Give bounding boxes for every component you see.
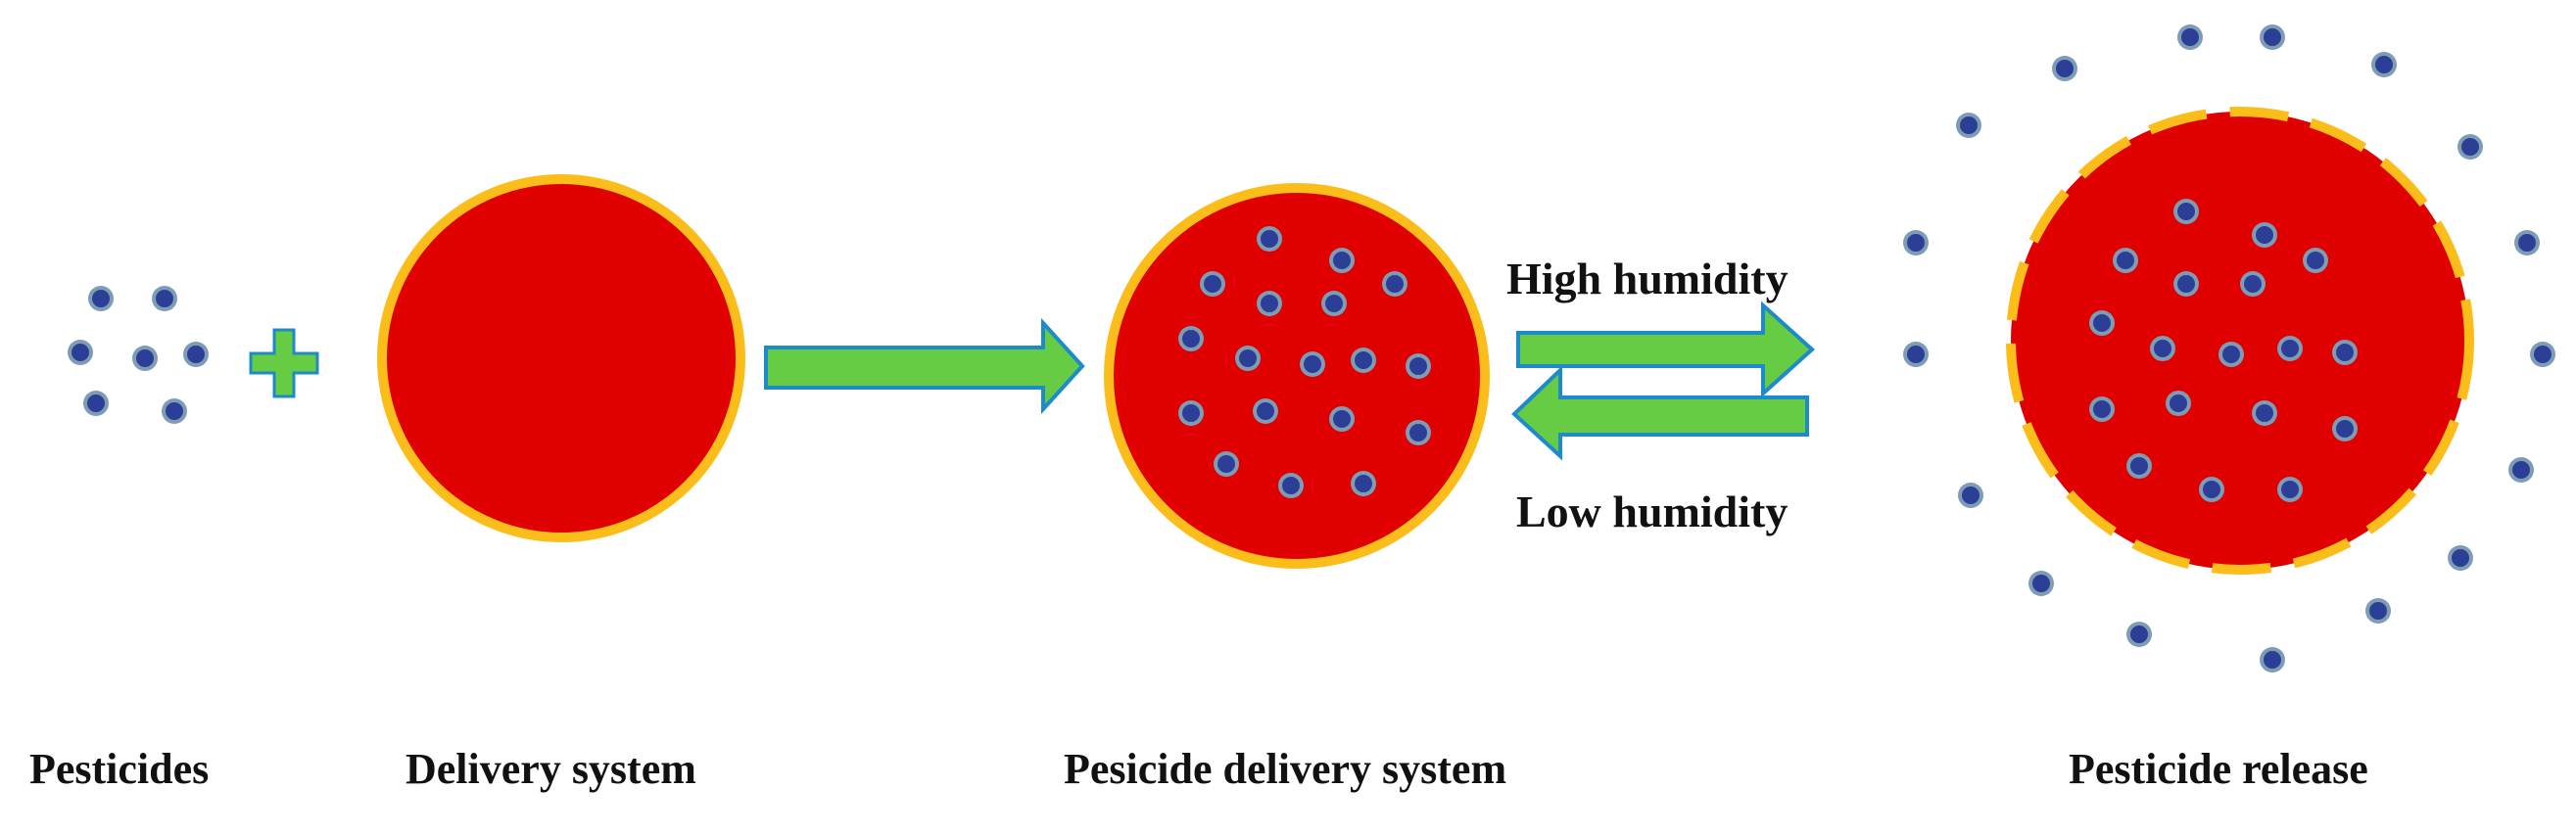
pesticide-particle-core: [1261, 295, 1278, 312]
pesticide-particle-core: [1261, 230, 1278, 248]
pesticide-particle-core: [2093, 400, 2111, 418]
pesticide-particle-core: [1182, 330, 1200, 348]
pesticide-particle-core: [1962, 487, 1980, 504]
low-humidity-arrow: [1511, 365, 1809, 461]
pesticide-particle-core: [1907, 234, 1925, 252]
pesticide-particle-core: [2177, 203, 2195, 220]
pesticide-particle-core: [1907, 346, 1925, 363]
pesticide-particle-core: [2170, 394, 2187, 412]
plus-icon: [249, 328, 319, 398]
pesticide-particle-core: [1386, 275, 1404, 293]
pesticide-particle-core: [2512, 461, 2530, 479]
label-high-humidity: High humidity: [1506, 254, 1789, 303]
pesticide-particle-core: [2093, 314, 2111, 332]
label-low-humidity: Low humidity: [1516, 487, 1789, 536]
pesticide-particle-core: [2375, 56, 2393, 73]
pesticide-particle-core: [1217, 455, 1235, 473]
pesticide-particle-core: [2244, 275, 2262, 293]
pesticide-particle-core: [2264, 651, 2281, 669]
pesticide-particle-core: [1182, 404, 1200, 422]
pesticide-particle-core: [2256, 226, 2273, 244]
caption-pesticides: Pesticides: [29, 745, 210, 793]
pesticide-particle-core: [2336, 420, 2354, 438]
pesticide-particle-core: [2154, 340, 2171, 357]
pesticide-particle-core: [2281, 481, 2299, 498]
pesticide-particle-core: [92, 290, 110, 307]
pesticide-particle-core: [2256, 404, 2273, 422]
pesticide-particle-core: [87, 394, 105, 412]
pesticide-particle-core: [187, 346, 205, 363]
pesticide-particle-core: [2336, 344, 2354, 361]
pesticide-particle-core: [2181, 28, 2199, 46]
pesticide-particle-core: [2117, 252, 2134, 269]
pesticide-particle-core: [2534, 346, 2552, 363]
pesticide-particle-core: [2461, 138, 2479, 156]
pesticide-particle-core: [2281, 340, 2299, 357]
caption-pesticide-release: Pesticide release: [2069, 745, 2368, 793]
pesticide-particle-core: [2307, 252, 2324, 269]
pesticide-delivery-capsule: [1104, 183, 1490, 569]
pesticide-particle-core: [2452, 549, 2469, 567]
pesticide-particle-core: [1282, 477, 1300, 494]
pesticide-particle-core: [156, 290, 173, 307]
pesticide-particle-core: [2203, 481, 2220, 498]
high-humidity-arrow: [1516, 301, 1815, 398]
pesticide-particle-core: [1257, 402, 1274, 420]
pesticide-particle-core: [1304, 355, 1321, 373]
pesticide-particle-core: [2264, 28, 2281, 46]
pesticide-particle-core: [1409, 357, 1427, 375]
pesticide-particle-core: [1325, 295, 1343, 312]
pesticide-particle-core: [1204, 275, 1221, 293]
pesticide-particle-core: [1960, 116, 1978, 134]
pesticide-particle-core: [2222, 346, 2240, 363]
pesticide-particle-core: [2369, 602, 2387, 620]
pesticide-particle-core: [2056, 60, 2074, 77]
pesticide-particle-core: [2518, 234, 2536, 252]
pesticide-particle-core: [136, 349, 154, 367]
pesticide-particle-core: [2130, 457, 2148, 475]
delivery-system-capsule: [377, 174, 745, 542]
pesticide-release-capsule: [2006, 107, 2474, 575]
pesticide-particle-core: [1333, 252, 1351, 269]
pesticide-particle-core: [72, 344, 89, 361]
caption-delivery-system: Delivery system: [405, 745, 696, 793]
pesticide-particle-core: [1333, 410, 1351, 428]
pesticide-particle-core: [2177, 275, 2195, 293]
pesticide-particle-core: [166, 402, 183, 420]
load-arrow: [764, 317, 1085, 415]
pesticide-particles: [68, 24, 2555, 673]
pesticide-particle-core: [2032, 575, 2050, 592]
pesticide-particle-core: [1239, 349, 1257, 367]
pesticide-particle-core: [2130, 626, 2148, 643]
pesticide-particle-core: [1355, 475, 1372, 492]
caption-pesticide-delivery-system: Pesicide delivery system: [1064, 745, 1507, 793]
pesticide-particle-core: [1355, 351, 1372, 369]
pesticide-particle-core: [1409, 424, 1427, 441]
